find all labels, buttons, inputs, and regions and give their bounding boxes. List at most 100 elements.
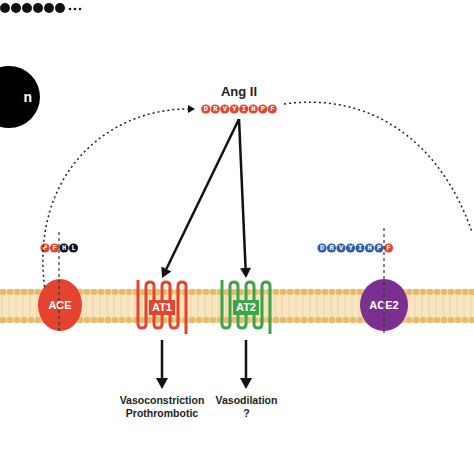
black-circle: n bbox=[0, 66, 40, 128]
lipid-tail bbox=[86, 296, 87, 316]
lipid-tail bbox=[121, 296, 122, 316]
lipid-head bbox=[357, 317, 364, 324]
effect-arrow bbox=[161, 340, 164, 380]
lipid-head bbox=[420, 317, 427, 324]
lipid-tail bbox=[450, 296, 451, 316]
lipid-head bbox=[462, 317, 469, 324]
lipid-head bbox=[147, 317, 154, 324]
lipid-tail bbox=[338, 296, 339, 316]
lipid-tail bbox=[268, 296, 269, 316]
lipid-head bbox=[21, 289, 28, 296]
lipid-head bbox=[322, 289, 329, 296]
lipid-head bbox=[105, 317, 112, 324]
lipid-tail bbox=[205, 296, 206, 316]
node-label: ACE2 bbox=[369, 299, 398, 312]
lipid-tail bbox=[212, 296, 213, 316]
dotted-pathway bbox=[284, 102, 472, 232]
connector-arrow bbox=[239, 119, 251, 278]
connector-arrow bbox=[161, 119, 239, 278]
lipid-head bbox=[329, 317, 336, 324]
lipid-head bbox=[315, 317, 322, 324]
ellipsis-dot bbox=[79, 8, 82, 11]
lipid-head bbox=[413, 289, 420, 296]
lipid-tail bbox=[422, 296, 423, 316]
lipid-tail bbox=[275, 296, 276, 316]
peptide-sequence: DRVYIHPF bbox=[320, 243, 396, 253]
lipid-tail bbox=[317, 296, 318, 316]
lipid-head bbox=[322, 317, 329, 324]
connector-arrow bbox=[43, 105, 195, 287]
peptide-node: Ang IIDRVYIHPF bbox=[196, 86, 282, 116]
enzyme-shape bbox=[360, 279, 408, 331]
lipid-head bbox=[427, 317, 434, 324]
lipid-head bbox=[448, 317, 455, 324]
lipid-head bbox=[413, 317, 420, 324]
lipid-tail bbox=[303, 296, 304, 316]
lipid-head bbox=[350, 317, 357, 324]
ellipsis-dot bbox=[69, 8, 72, 11]
lipid-head bbox=[189, 289, 196, 296]
lipid-head bbox=[0, 317, 6, 324]
lipid-tail bbox=[443, 296, 444, 316]
lipid-head bbox=[84, 289, 91, 296]
lipid-tail bbox=[310, 296, 311, 316]
lipid-tail bbox=[30, 296, 31, 316]
lipid-tail bbox=[289, 296, 290, 316]
chain-bead bbox=[55, 3, 65, 13]
lipid-head bbox=[427, 289, 434, 296]
lipid-head bbox=[280, 289, 287, 296]
lipid-head bbox=[406, 317, 413, 324]
effect-label: Vasodilation ? bbox=[213, 394, 280, 420]
connector-line bbox=[166, 119, 239, 269]
chain-bead bbox=[22, 3, 32, 13]
lipid-head bbox=[308, 289, 315, 296]
node-label: n bbox=[23, 89, 32, 105]
arrow-head bbox=[188, 105, 195, 113]
lipid-head bbox=[203, 289, 210, 296]
lipid-head bbox=[7, 289, 14, 296]
lipid-head bbox=[315, 289, 322, 296]
node-label: AT2 bbox=[233, 300, 259, 315]
lipid-head bbox=[112, 289, 119, 296]
lipid-tail bbox=[93, 296, 94, 316]
lipid-head bbox=[119, 317, 126, 324]
lipid-head bbox=[448, 289, 455, 296]
lipid-tail bbox=[429, 296, 430, 316]
lipid-head bbox=[231, 289, 238, 296]
lipid-tail bbox=[296, 296, 297, 316]
lipid-head bbox=[196, 317, 203, 324]
lipid-head bbox=[203, 317, 210, 324]
lipid-head bbox=[455, 289, 462, 296]
chain-bead bbox=[44, 3, 54, 13]
lipid-head bbox=[406, 289, 413, 296]
lipid-head bbox=[126, 289, 133, 296]
lipid-head bbox=[147, 289, 154, 296]
lipid-tail bbox=[352, 296, 353, 316]
lipid-head bbox=[21, 317, 28, 324]
lipid-head bbox=[105, 289, 112, 296]
lipid-head bbox=[294, 289, 301, 296]
lipid-head bbox=[301, 317, 308, 324]
lipid-head bbox=[336, 289, 343, 296]
lipid-head bbox=[343, 289, 350, 296]
lipid-head bbox=[98, 317, 105, 324]
lipid-tail bbox=[457, 296, 458, 316]
lipid-head bbox=[28, 317, 35, 324]
lipid-tail bbox=[128, 296, 129, 316]
lipid-tail bbox=[198, 296, 199, 316]
chain-bead bbox=[33, 3, 43, 13]
lipid-head bbox=[112, 317, 119, 324]
lipid-head bbox=[469, 317, 474, 324]
lipid-head bbox=[434, 317, 441, 324]
effect-arrow bbox=[245, 340, 248, 380]
lipid-head bbox=[287, 317, 294, 324]
lipid-head bbox=[126, 317, 133, 324]
receptor-symbol: AT2 bbox=[216, 280, 276, 334]
lipid-tail bbox=[331, 296, 332, 316]
lipid-head bbox=[308, 317, 315, 324]
lipid-tail bbox=[114, 296, 115, 316]
lipid-head bbox=[350, 289, 357, 296]
node-label: ACE bbox=[48, 299, 71, 312]
lipid-head bbox=[301, 289, 308, 296]
lipid-head bbox=[231, 317, 238, 324]
